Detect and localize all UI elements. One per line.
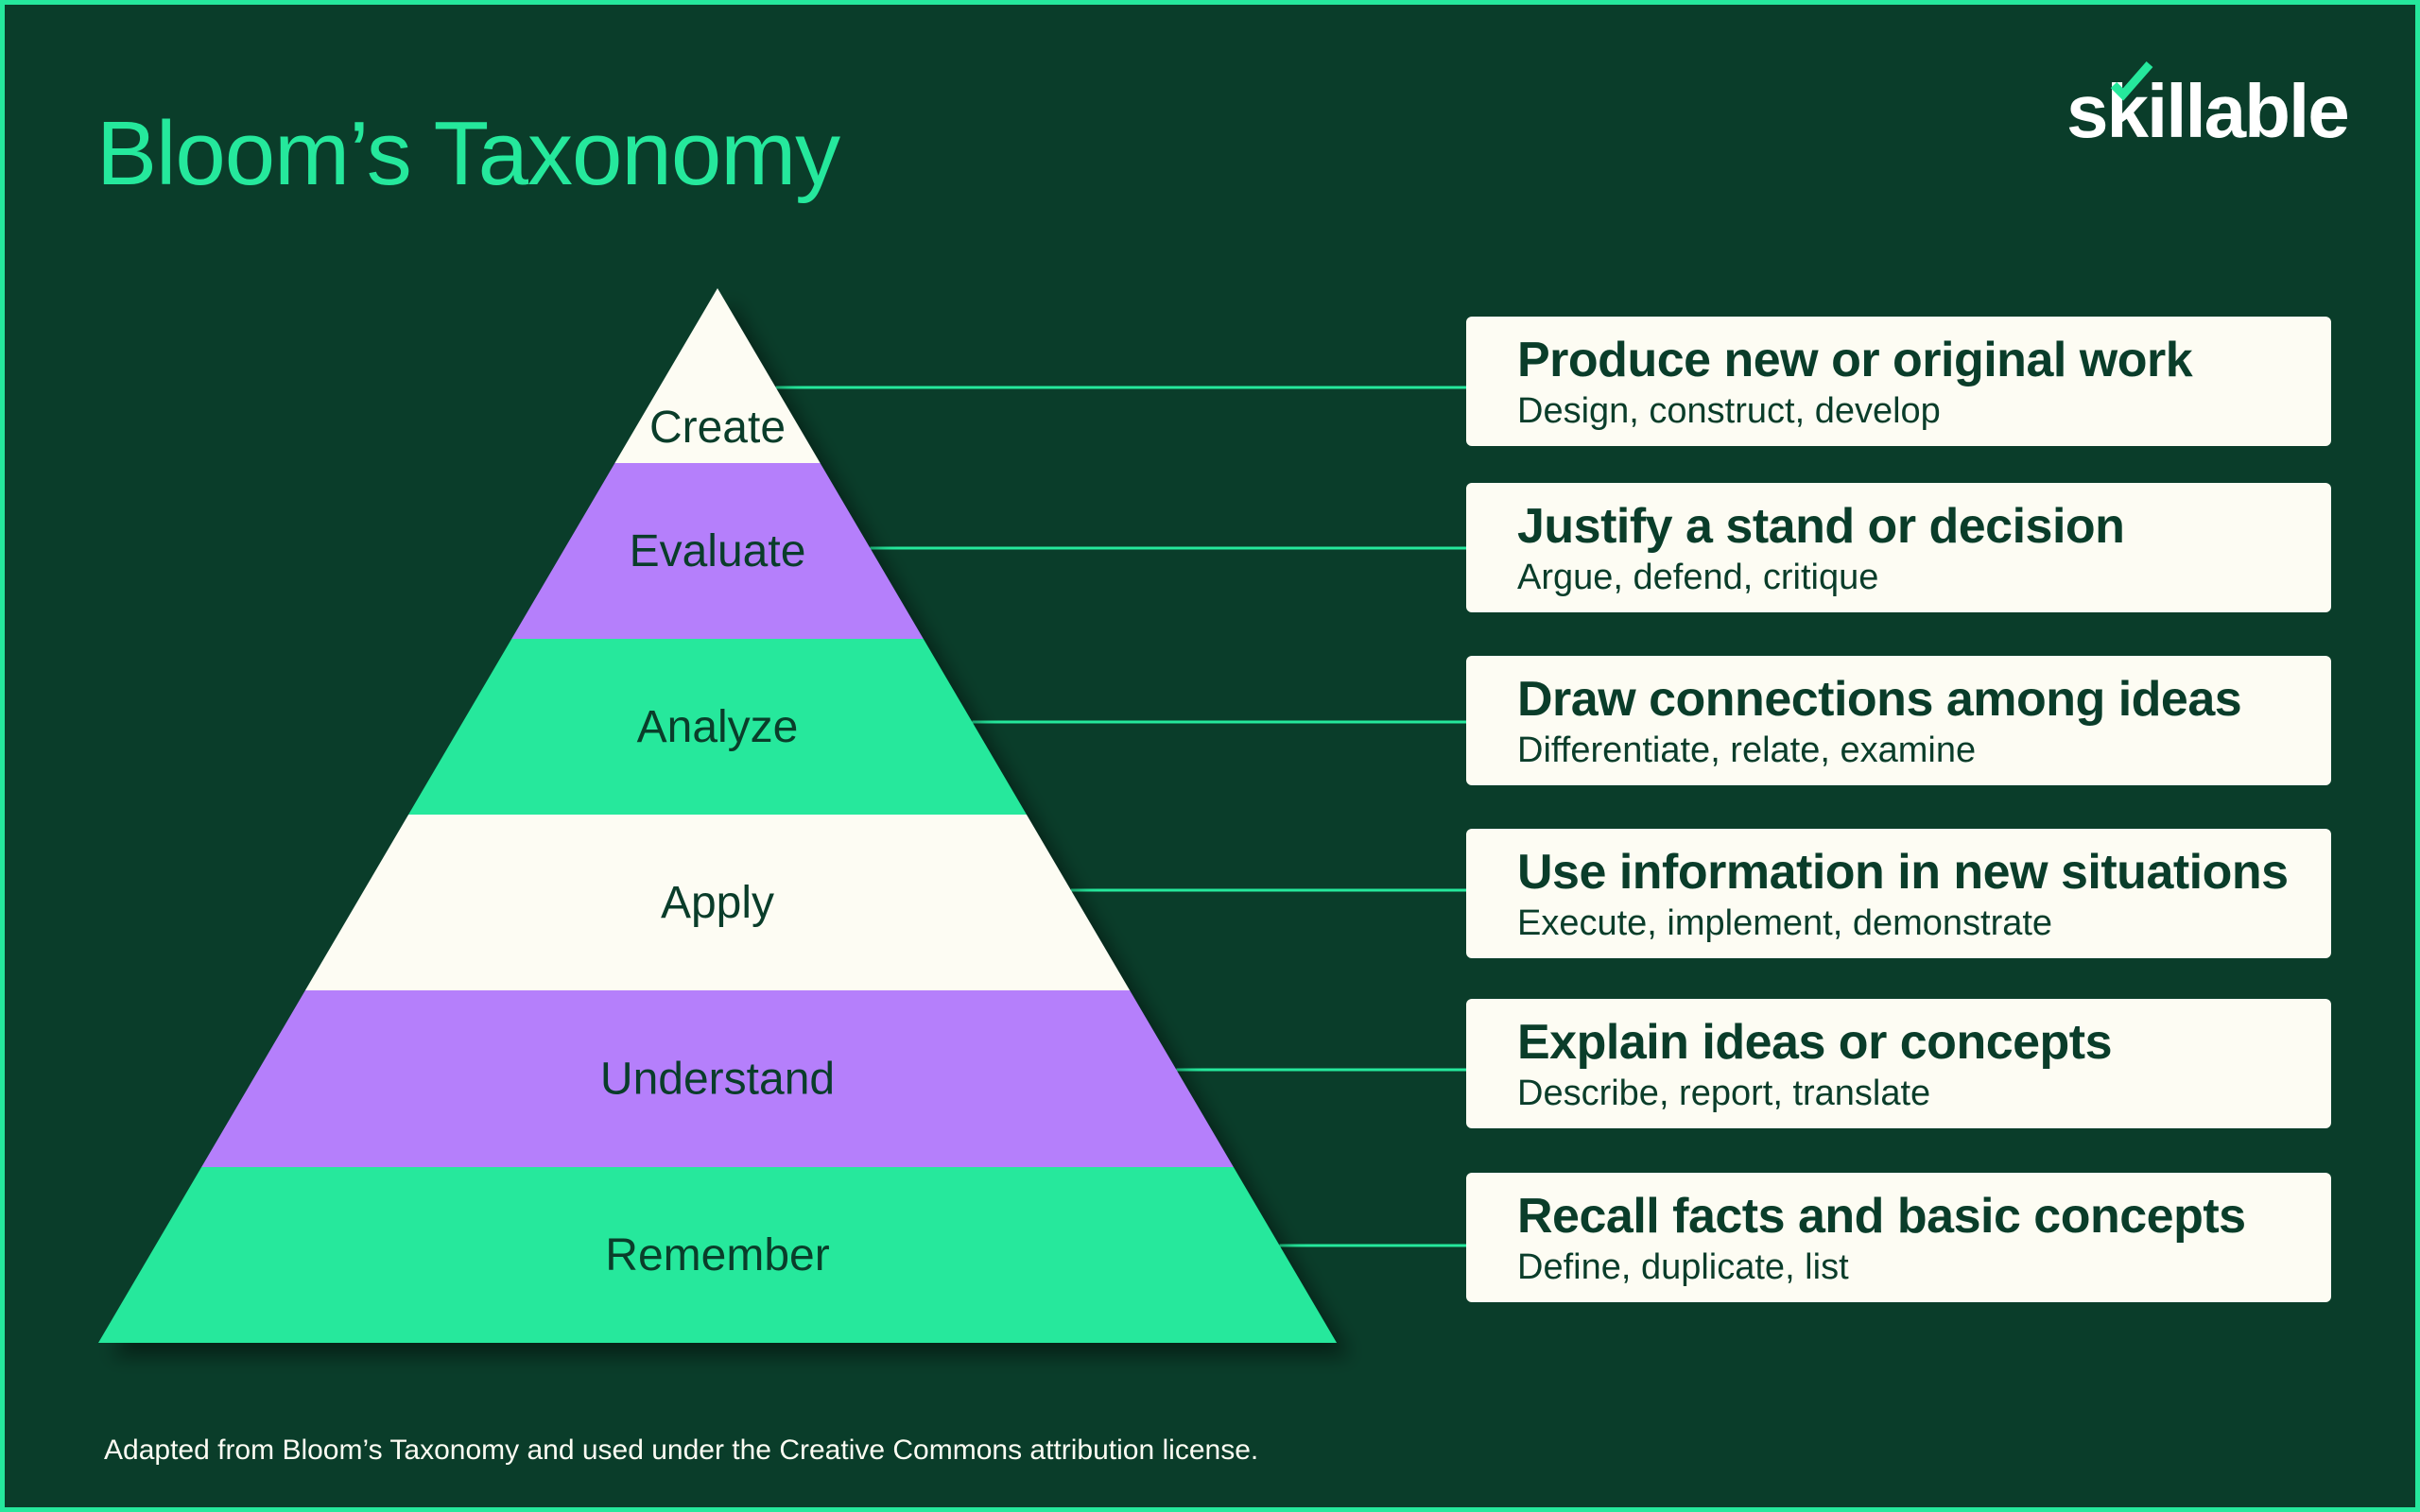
pyramid-label: Create [649,403,786,453]
card-verbs: Define, duplicate, list [1517,1247,1849,1287]
pyramid-label: Understand [600,1055,835,1105]
pyramid-label: Evaluate [630,526,806,576]
card-heading: Use information in new situations [1517,845,2289,900]
pyramid-level-understand [201,990,1234,1167]
card-heading: Draw connections among ideas [1517,672,2242,727]
card-verbs: Argue, defend, critique [1517,558,1879,597]
pyramid-level-apply [304,815,1131,990]
pyramid-level-analyze [408,639,1027,815]
pyramid-level-remember [98,1167,1337,1343]
card-heading: Justify a stand or decision [1517,499,2125,554]
card-heading: Explain ideas or concepts [1517,1015,2113,1070]
card-heading: Recall facts and basic concepts [1517,1189,2246,1244]
card-verbs: Differentiate, relate, examine [1517,730,1977,770]
logo-text: skillable [2066,69,2350,153]
pyramid-level-evaluate [511,463,924,639]
pyramid-label: Remember [605,1230,829,1280]
checkmark-icon [2110,61,2153,101]
attribution-footer: Adapted from Bloom’s Taxonomy and used u… [104,1435,1259,1466]
card-verbs: Describe, report, translate [1517,1074,1931,1113]
skillable-logo: skillable [2066,59,2350,153]
page-title: Bloom’s Taxonomy [96,103,840,204]
pyramid-level-create [614,288,821,463]
card-verbs: Execute, implement, demonstrate [1517,903,2053,943]
pyramid-label: Analyze [637,702,799,752]
card-verbs: Design, construct, develop [1517,391,1941,431]
pyramid-label: Apply [661,878,774,928]
card-heading: Produce new or original work [1517,333,2193,387]
